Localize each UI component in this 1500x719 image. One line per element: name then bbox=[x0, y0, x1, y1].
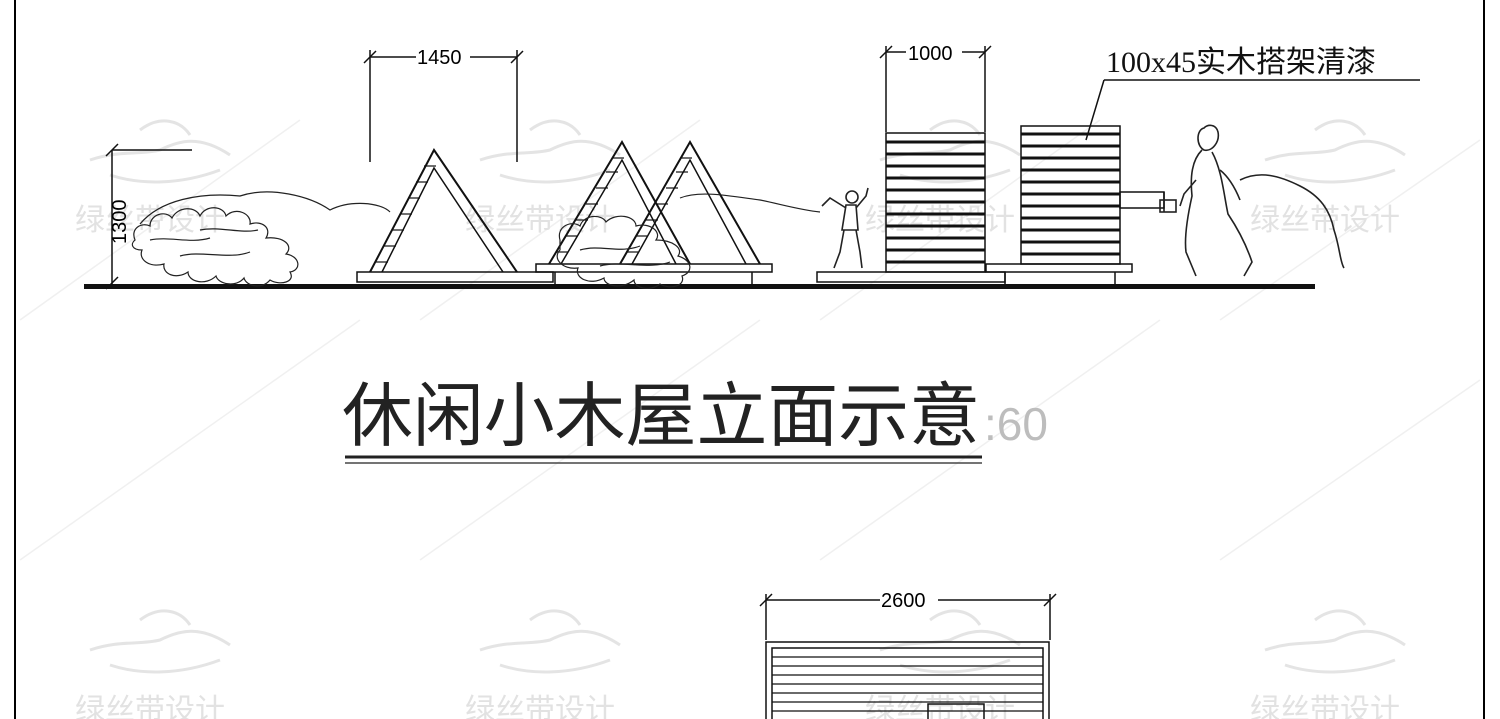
watermark-diagonals bbox=[19, 119, 1481, 561]
platforms bbox=[356, 263, 1133, 284]
dim-panel-label: 1000 bbox=[908, 43, 953, 65]
material-callout: 100x45实木搭架清漆 bbox=[1085, 46, 1420, 141]
shrub-middle bbox=[556, 193, 821, 289]
slatted-panels bbox=[885, 125, 1165, 273]
watermark-text: 绿丝带设计 bbox=[865, 203, 1015, 238]
drawing-title: 休闲小木屋立面示意 :60 bbox=[342, 375, 1048, 464]
shrub-left bbox=[131, 191, 391, 287]
dim-triangle-width: 1450 bbox=[363, 47, 524, 162]
title-main: 休闲小木屋立面示意 bbox=[342, 375, 980, 457]
watermark-logos: 绿丝带设计 绿丝带设计 绿丝带设计 绿丝带设计 绿丝带设计 绿丝带设计 绿丝带设… bbox=[75, 119, 1406, 719]
watermark-text: 绿丝带设计 bbox=[1250, 203, 1400, 238]
child-figure bbox=[821, 187, 869, 269]
watermark-text: 绿丝带设计 bbox=[75, 693, 225, 719]
plan-slats bbox=[772, 656, 1043, 712]
dim-panel-width: 1000 bbox=[879, 43, 992, 132]
plan-dim-label: 2600 bbox=[881, 590, 926, 612]
watermark-text: 绿丝带设计 bbox=[465, 203, 615, 238]
watermark-text: 绿丝带设计 bbox=[75, 203, 225, 238]
adult-figure bbox=[1159, 124, 1345, 277]
dim-triangle-label: 1450 bbox=[417, 47, 462, 69]
plan-outline-inner bbox=[771, 647, 1044, 719]
plan-view: 2600 bbox=[759, 590, 1057, 719]
elevation-view: 1300 1450 1000 100x45实木搭架清漆 bbox=[84, 43, 1420, 290]
plan-outline-outer bbox=[765, 641, 1050, 719]
material-note: 100x45实木搭架清漆 bbox=[1106, 46, 1376, 79]
plan-opening bbox=[927, 703, 985, 719]
title-scale: :60 bbox=[984, 398, 1048, 450]
ground-line bbox=[84, 284, 1315, 289]
watermark-text: 绿丝带设计 bbox=[1250, 693, 1400, 719]
watermark-text: 绿丝带设计 bbox=[465, 693, 615, 719]
dim-height-label: 1300 bbox=[109, 200, 131, 245]
watermark-text: 绿丝带设计 bbox=[865, 693, 1015, 719]
dim-height: 1300 bbox=[105, 143, 192, 290]
